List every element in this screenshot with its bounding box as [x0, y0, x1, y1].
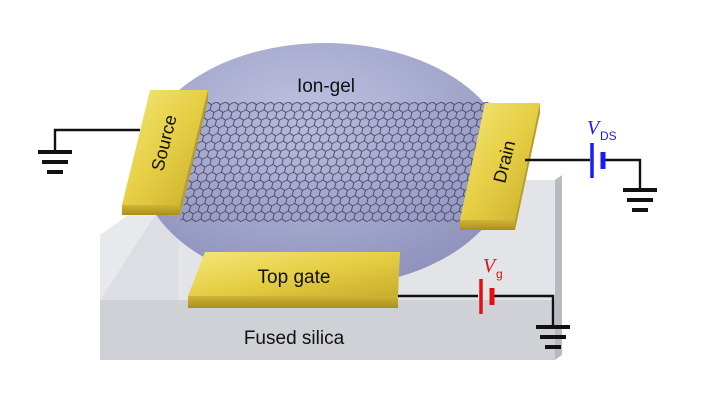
- top-gate-electrode: [188, 252, 400, 308]
- vg-symbol: V: [483, 255, 498, 277]
- graphene-channel: [180, 102, 490, 222]
- vg-battery-icon: [479, 279, 495, 314]
- drain-vds-wire: [525, 158, 657, 212]
- vds-battery-icon: [590, 143, 606, 178]
- source-electrode: [122, 90, 208, 215]
- gate-vg-wire: [398, 294, 570, 349]
- substrate-label: Fused silica: [244, 328, 345, 349]
- vds-symbol: V: [587, 117, 602, 139]
- top-gate-label: Top gate: [258, 267, 331, 288]
- source-ground-wire: [38, 128, 140, 174]
- vds-label: V DS: [587, 117, 617, 143]
- ion-gel-label: Ion-gel: [297, 76, 355, 97]
- vds-subscript: DS: [600, 129, 617, 143]
- vg-subscript: g: [496, 267, 503, 281]
- vg-label: V g: [483, 255, 503, 281]
- drain-electrode: [460, 103, 540, 230]
